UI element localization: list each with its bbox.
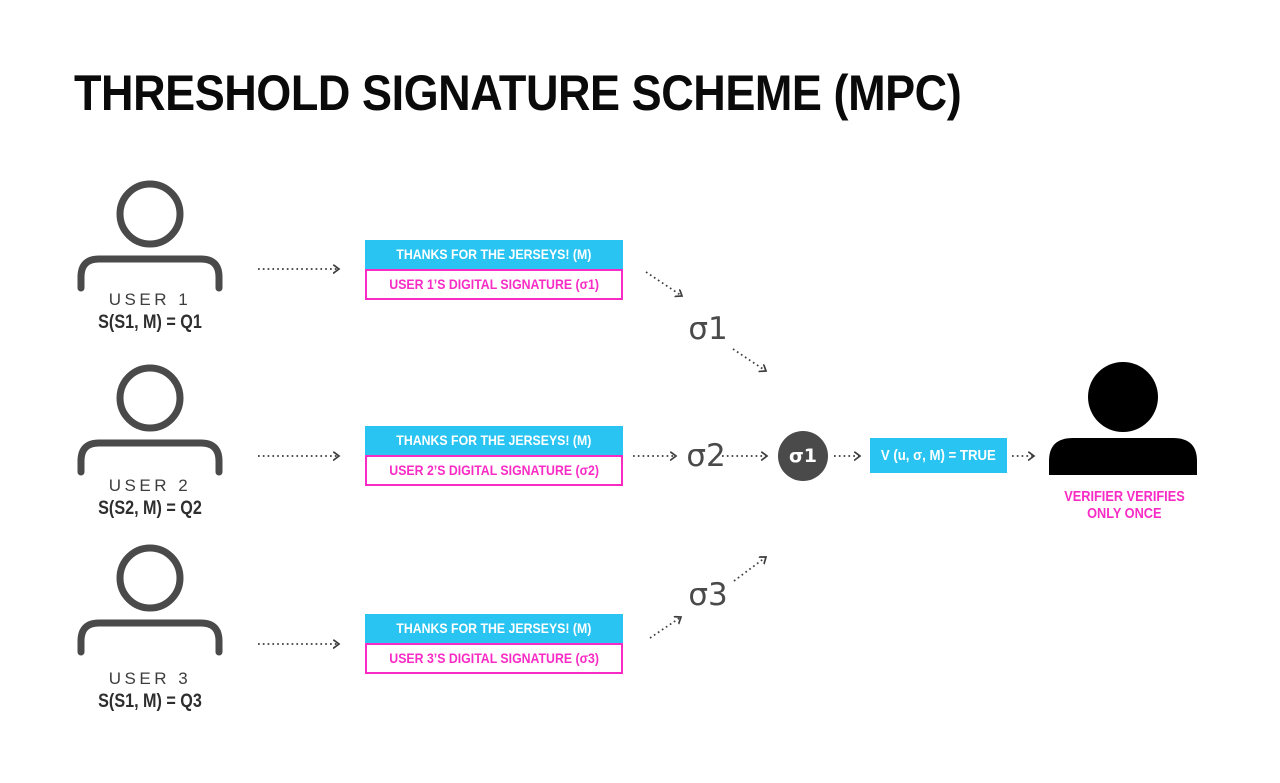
sigma-2-label: σ2 — [686, 438, 726, 474]
arrow-message3-to-sigma3 — [649, 617, 681, 639]
verifier-icon — [1049, 362, 1197, 475]
verifier-caption-line1: VERIFIER VERIFIES — [1040, 489, 1208, 506]
arrow-sigma1-to-aggregate — [732, 348, 766, 371]
page-title: THRESHOLD SIGNATURE SCHEME (MPC) — [74, 65, 962, 121]
verifier-caption-text: VERIFIER VERIFIES — [1063, 489, 1185, 505]
verification-text: V (u, σ, M) = TRUE — [880, 447, 997, 464]
message-label: THANKS FOR THE JERSEYS! (M) — [365, 240, 623, 269]
message-text: THANKS FOR THE JERSEYS! (M) — [396, 432, 592, 448]
message-box-user-3: THANKS FOR THE JERSEYS! (M) USER 3’S DIG… — [365, 614, 623, 674]
signature-label: USER 2’S DIGITAL SIGNATURE (σ2) — [365, 455, 623, 486]
user-2-name: USER 2 — [108, 476, 192, 495]
message-text: THANKS FOR THE JERSEYS! (M) — [396, 620, 592, 636]
verification-result-box: V (u, σ, M) = TRUE — [870, 438, 1007, 473]
user-2-icon — [77, 364, 223, 476]
aggregate-signature-badge: σ1 — [778, 431, 828, 481]
verifier-caption: VERIFIER VERIFIES ONLY ONCE — [1040, 489, 1208, 522]
message-text: THANKS FOR THE JERSEYS! (M) — [396, 246, 592, 262]
arrow-message1-to-sigma1 — [645, 271, 682, 296]
user-1-name: USER 1 — [108, 290, 192, 309]
signature-text: USER 2’S DIGITAL SIGNATURE (σ2) — [389, 462, 599, 478]
sigma-1-label: σ1 — [688, 311, 728, 347]
user-2-formula: S(S2, M) = Q2 — [98, 498, 202, 519]
message-box-user-2: THANKS FOR THE JERSEYS! (M) USER 2’S DIG… — [365, 426, 623, 486]
verifier-caption-text: ONLY ONCE — [1086, 505, 1162, 522]
user-3-name: USER 3 — [108, 669, 192, 688]
message-label: THANKS FOR THE JERSEYS! (M) — [365, 614, 623, 643]
signature-text: USER 3’S DIGITAL SIGNATURE (σ3) — [389, 650, 599, 666]
user-3-formula: S(S1, M) = Q3 — [98, 691, 202, 712]
sigma-3-label: σ3 — [688, 577, 728, 613]
user-1-icon — [77, 180, 223, 292]
message-label: THANKS FOR THE JERSEYS! (M) — [365, 426, 623, 455]
signature-label: USER 1’S DIGITAL SIGNATURE (σ1) — [365, 269, 623, 300]
user-3-icon — [77, 544, 223, 656]
message-box-user-1: THANKS FOR THE JERSEYS! (M) USER 1’S DIG… — [365, 240, 623, 300]
signature-text: USER 1’S DIGITAL SIGNATURE (σ1) — [389, 276, 599, 292]
user-1-formula: S(S1, M) = Q1 — [98, 312, 202, 333]
verifier-caption-line2: ONLY ONCE — [1040, 506, 1208, 523]
signature-label: USER 3’S DIGITAL SIGNATURE (σ3) — [365, 643, 623, 674]
